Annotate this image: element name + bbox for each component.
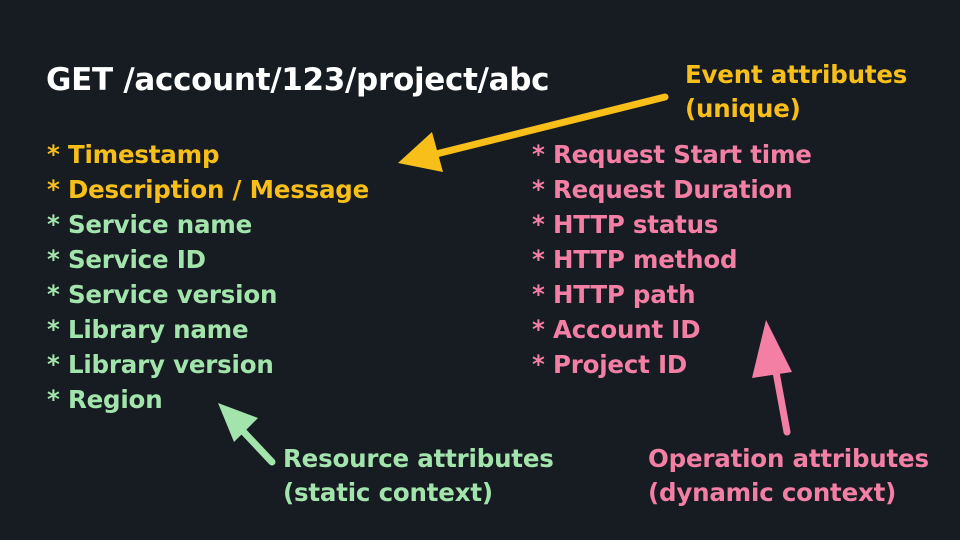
operation-attributes-callout: Operation attributes (dynamic context) <box>648 442 929 510</box>
list-item: * HTTP status <box>532 210 719 239</box>
callout-subtitle: (dynamic context) <box>648 478 897 507</box>
callout-subtitle: (unique) <box>685 94 801 123</box>
page-title: GET /account/123/project/abc <box>46 62 550 98</box>
list-item: * Timestamp <box>47 140 220 169</box>
list-item: * Request Duration <box>532 175 793 204</box>
list-item: * Request Start time <box>532 140 812 169</box>
list-item: * Library version <box>47 350 274 379</box>
list-item: * Region <box>47 385 163 414</box>
event-attributes-callout: Event attributes (unique) <box>685 58 907 126</box>
list-item: * Service version <box>47 280 278 309</box>
list-item: * Project ID <box>532 350 688 379</box>
list-item: * Account ID <box>532 315 701 344</box>
callout-title: Event attributes <box>685 60 908 89</box>
list-item: * HTTP path <box>532 280 696 309</box>
event-arrow-icon <box>398 93 669 172</box>
right-attribute-list: * Request Start time * Request Duration … <box>532 137 812 382</box>
resource-attributes-callout: Resource attributes (static context) <box>283 442 554 510</box>
list-item: * Service name <box>47 210 253 239</box>
list-item: * HTTP method <box>532 245 738 274</box>
callout-title: Operation attributes <box>648 444 929 473</box>
list-item: * Description / Message <box>47 175 370 204</box>
list-item: * Library name <box>47 315 249 344</box>
callout-subtitle: (static context) <box>283 478 493 507</box>
list-item: * Service ID <box>47 245 206 274</box>
callout-title: Resource attributes <box>283 444 554 473</box>
left-attribute-list: * Timestamp * Description / Message * Se… <box>47 137 369 417</box>
resource-arrow-icon <box>218 403 276 466</box>
operation-arrow-icon <box>752 320 792 436</box>
